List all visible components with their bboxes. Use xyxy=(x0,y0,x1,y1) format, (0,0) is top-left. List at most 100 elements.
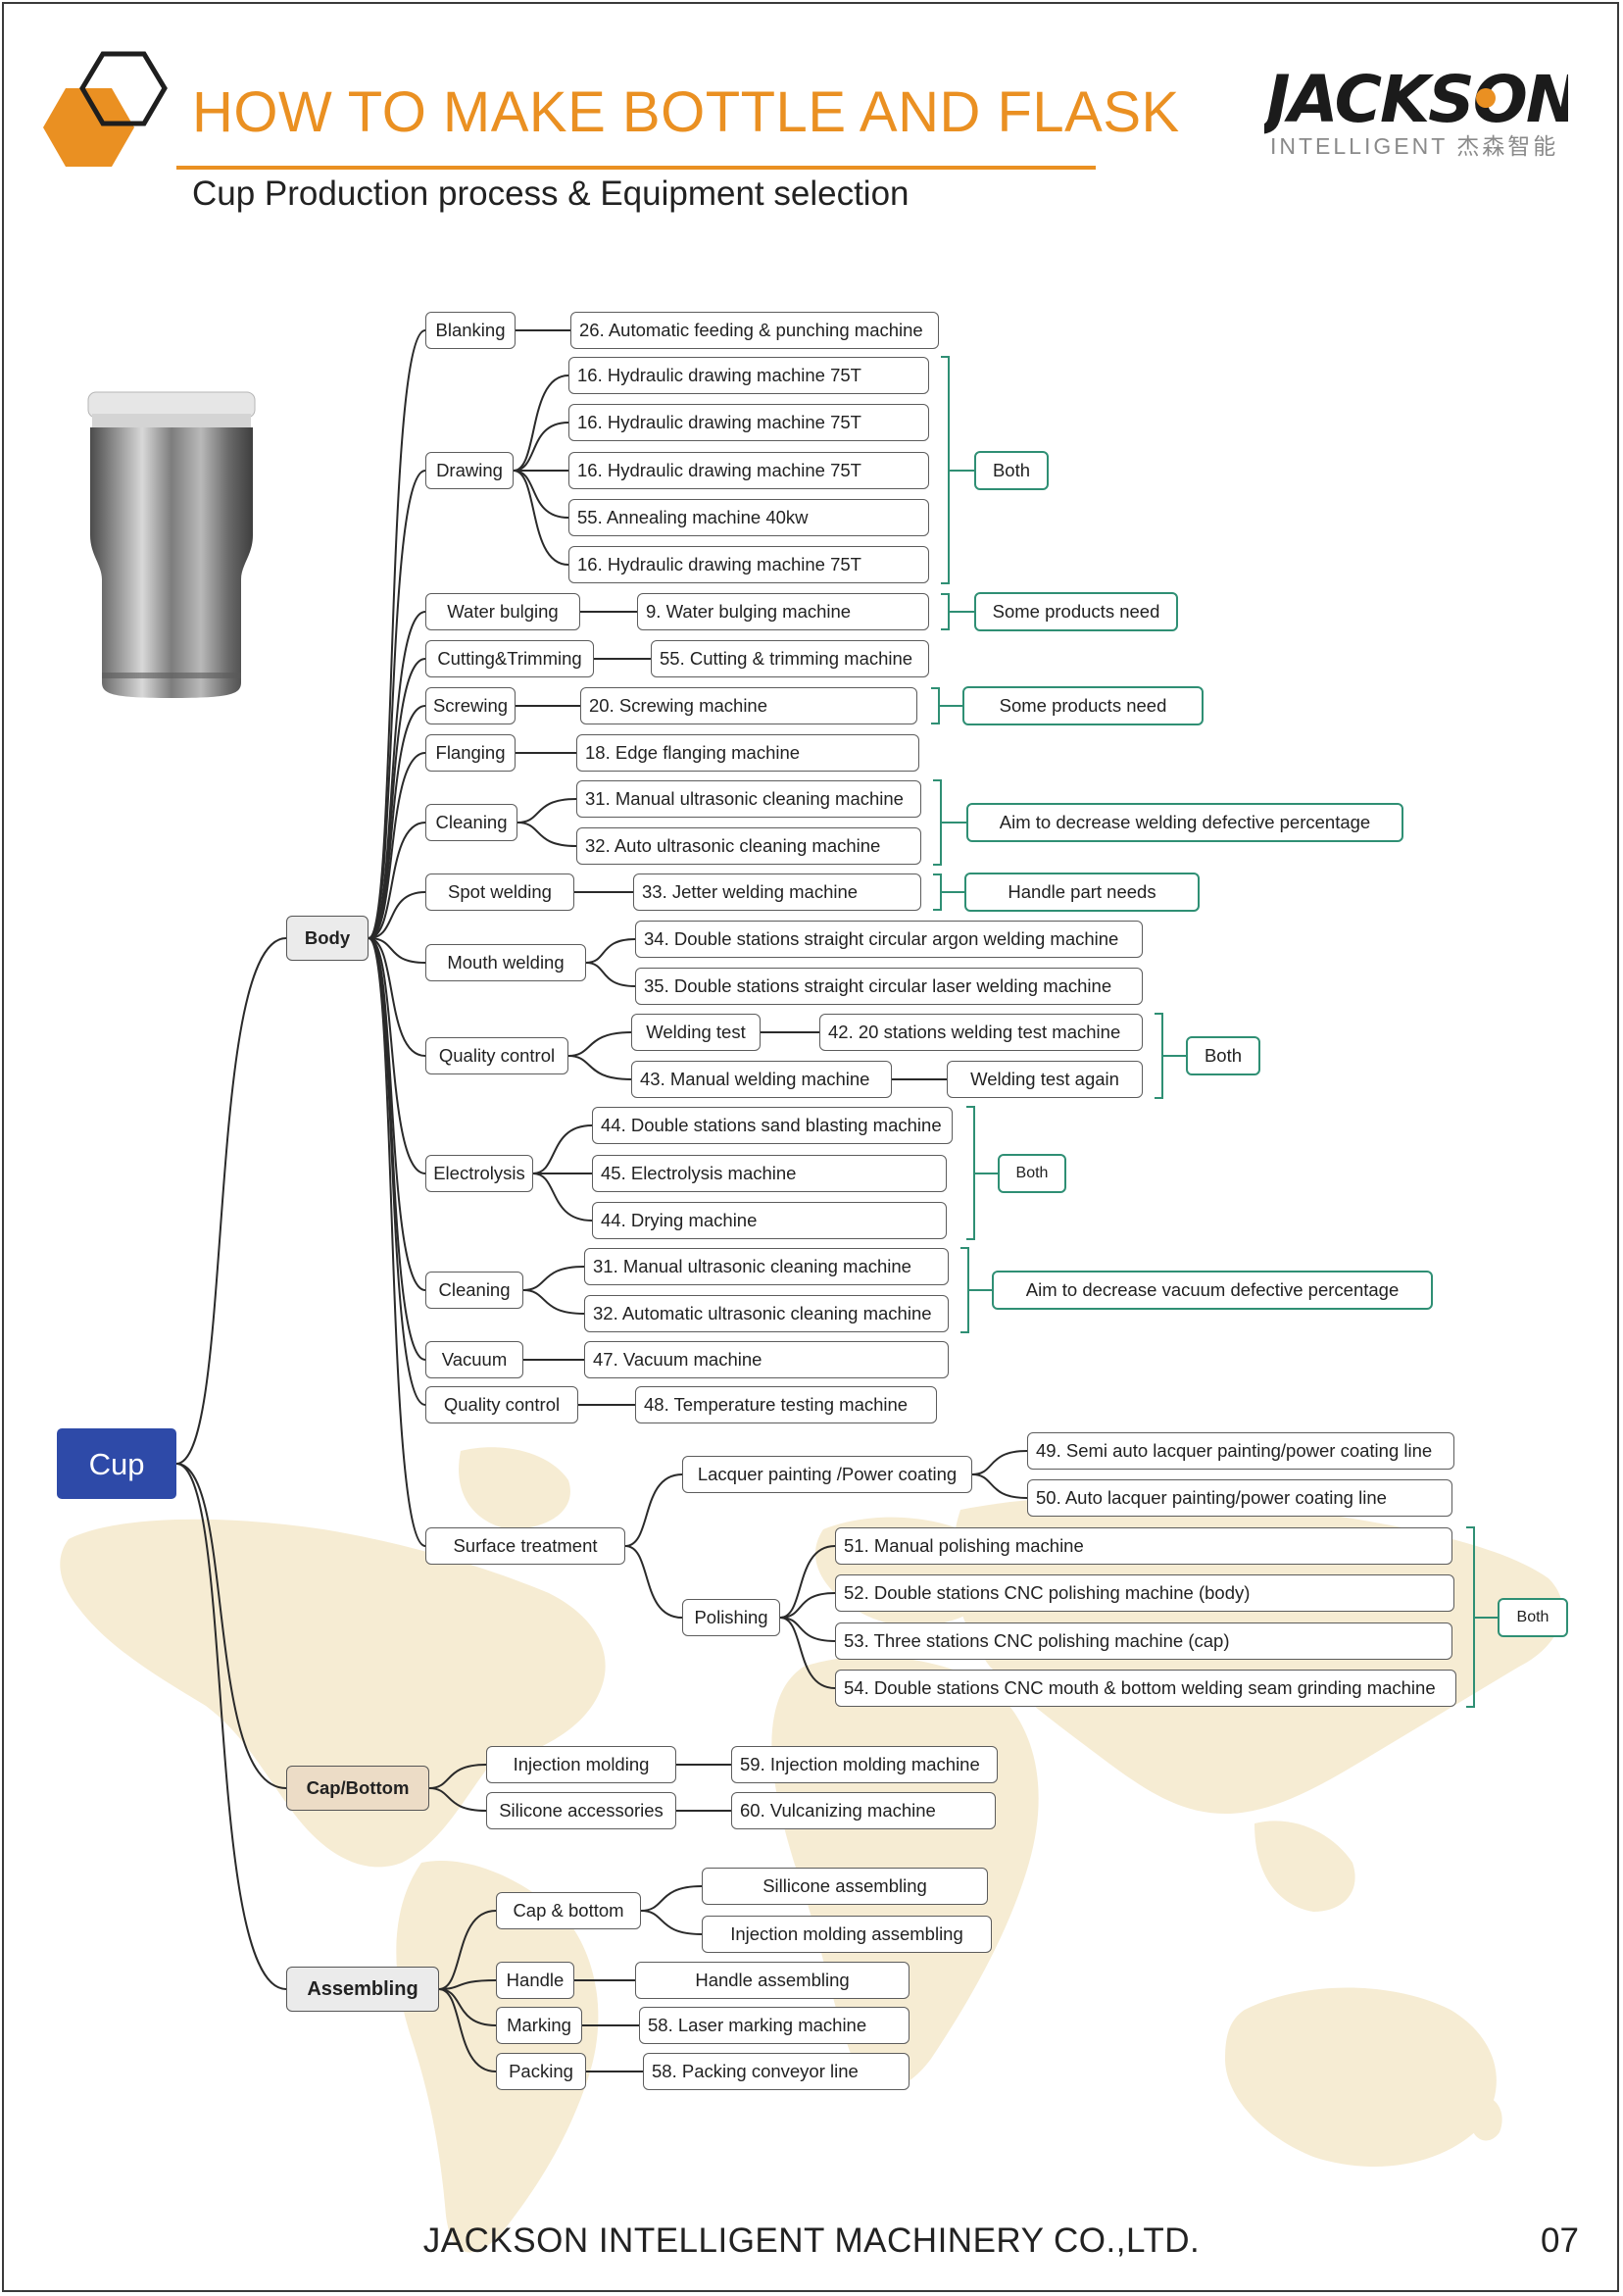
step-surface-treatment: Surface treatment xyxy=(425,1527,625,1565)
machine-16-c: 16. Hydraulic drawing machine 75T xyxy=(568,452,929,489)
step-water-bulging: Water bulging xyxy=(425,593,580,630)
machine-54: 54. Double stations CNC mouth & bottom w… xyxy=(835,1670,1456,1707)
logo-dot-icon xyxy=(1476,88,1496,108)
machine-55-annealing: 55. Annealing machine 40kw xyxy=(568,499,929,536)
connector-line xyxy=(522,1289,585,1315)
machine-33: 33. Jetter welding machine xyxy=(633,873,921,911)
machine-53: 53. Three stations CNC polishing machine… xyxy=(835,1622,1452,1660)
machine-31-b: 31. Manual ultrasonic cleaning machine xyxy=(584,1248,949,1285)
machine-52: 52. Double stations CNC polishing machin… xyxy=(835,1574,1454,1612)
connector-line xyxy=(513,470,569,519)
step-spot-welding: Spot welding xyxy=(425,873,574,911)
machine-18: 18. Edge flanging machine xyxy=(576,734,919,772)
branch-assembling: Assembling xyxy=(286,1967,439,2012)
machine-9: 9. Water bulging machine xyxy=(637,593,929,630)
connector-line xyxy=(516,822,577,847)
step-electrolysis: Electrolysis xyxy=(425,1155,533,1192)
machine-16-b: 16. Hydraulic drawing machine 75T xyxy=(568,404,929,441)
machine-16-d: 16. Hydraulic drawing machine 75T xyxy=(568,546,929,583)
step-marking: Marking xyxy=(496,2007,582,2044)
machine-51: 51. Manual polishing machine xyxy=(835,1527,1452,1565)
connector-line xyxy=(513,470,569,566)
connector-line xyxy=(438,1910,497,1990)
branch-body: Body xyxy=(286,916,369,961)
branch-cap-bottom: Cap/Bottom xyxy=(286,1766,429,1811)
note-water-bulging: Some products need xyxy=(974,592,1178,631)
connector-line xyxy=(368,470,426,939)
step-drawing: Drawing xyxy=(425,452,514,489)
connector-line xyxy=(532,1124,593,1174)
title-underline xyxy=(176,166,1096,170)
note-polishing: Both xyxy=(1498,1598,1568,1637)
note-spot-welding: Handle part needs xyxy=(964,873,1200,912)
connector-line xyxy=(516,798,577,824)
note-cleaning-1: Aim to decrease welding defective percen… xyxy=(966,803,1403,842)
tumbler-image xyxy=(87,391,256,698)
connector-line xyxy=(175,1463,287,1990)
step-handle: Handle xyxy=(496,1962,574,1999)
connector-line xyxy=(640,1910,703,1935)
connector-line xyxy=(779,1617,836,1689)
connector-line xyxy=(368,937,426,1406)
machine-58-laser: 58. Laser marking machine xyxy=(639,2007,910,2044)
machine-31-a: 31. Manual ultrasonic cleaning machine xyxy=(576,780,921,818)
step-vacuum: Vacuum xyxy=(425,1341,523,1378)
page-title: HOW TO MAKE BOTTLE AND FLASK xyxy=(192,80,1180,144)
connector-line xyxy=(624,1473,683,1547)
connector-line xyxy=(368,329,426,939)
machine-16-a: 16. Hydraulic drawing machine 75T xyxy=(568,357,929,394)
step-cleaning-1: Cleaning xyxy=(425,804,517,841)
machine-20: 20. Screwing machine xyxy=(580,687,917,724)
step-flanging: Flanging xyxy=(425,734,516,772)
machine-50: 50. Auto lacquer painting/power coating … xyxy=(1027,1479,1452,1517)
machine-55-cutting: 55. Cutting & trimming machine xyxy=(651,640,929,677)
connector-line xyxy=(438,1979,497,1990)
injection-molding-assembling: Injection molding assembling xyxy=(702,1916,992,1953)
step-quality-control-2: Quality control xyxy=(425,1386,578,1423)
step-injection-molding: Injection molding xyxy=(486,1746,676,1783)
note-quality-control: Both xyxy=(1186,1036,1260,1075)
welding-test: Welding test xyxy=(631,1014,761,1051)
machine-45: 45. Electrolysis machine xyxy=(592,1155,947,1192)
connector-line xyxy=(368,937,426,1057)
machine-58-packing: 58. Packing conveyor line xyxy=(643,2053,910,2090)
connector-line xyxy=(368,937,426,1174)
sillicone-assembling: Sillicone assembling xyxy=(702,1868,988,1905)
connector-line xyxy=(175,937,287,1465)
connector-line xyxy=(567,1031,632,1057)
machine-43: 43. Manual welding machine xyxy=(631,1061,892,1098)
step-silicone-accessories: Silicone accessories xyxy=(486,1792,676,1829)
connector-line xyxy=(368,752,426,939)
step-mouth-welding: Mouth welding xyxy=(425,944,586,981)
connector-line xyxy=(522,1266,585,1291)
step-cutting-trimming: Cutting&Trimming xyxy=(425,640,594,677)
polishing: Polishing xyxy=(682,1599,780,1636)
step-cleaning-2: Cleaning xyxy=(425,1272,523,1309)
connector-line xyxy=(971,1450,1028,1475)
connector-line xyxy=(971,1473,1028,1499)
machine-44-sand: 44. Double stations sand blasting machin… xyxy=(592,1107,953,1144)
logo-brand-text: JACKSON xyxy=(1264,62,1568,137)
machine-35: 35. Double stations straight circular la… xyxy=(635,968,1143,1005)
machine-32-a: 32. Auto ultrasonic cleaning machine xyxy=(576,827,921,865)
connector-line xyxy=(175,1463,287,1789)
connector-line xyxy=(779,1617,836,1642)
step-packing: Packing xyxy=(496,2053,586,2090)
page-number: 07 xyxy=(1541,2221,1579,2260)
connector-line xyxy=(640,1885,703,1912)
note-both-drawing: Both xyxy=(974,451,1049,490)
lacquer-painting: Lacquer painting /Power coating xyxy=(682,1456,972,1493)
step-blanking: Blanking xyxy=(425,312,516,349)
root-node-cup: Cup xyxy=(57,1428,176,1499)
machine-60: 60. Vulcanizing machine xyxy=(731,1792,996,1829)
connector-line xyxy=(368,891,426,939)
footer-company: JACKSON INTELLIGENT MACHINERY CO.,LTD. xyxy=(422,2221,1201,2260)
note-screwing: Some products need xyxy=(962,686,1204,725)
connector-line xyxy=(779,1545,836,1619)
connector-line xyxy=(585,938,636,964)
connector-line xyxy=(513,374,569,472)
machine-47: 47. Vacuum machine xyxy=(584,1341,949,1378)
